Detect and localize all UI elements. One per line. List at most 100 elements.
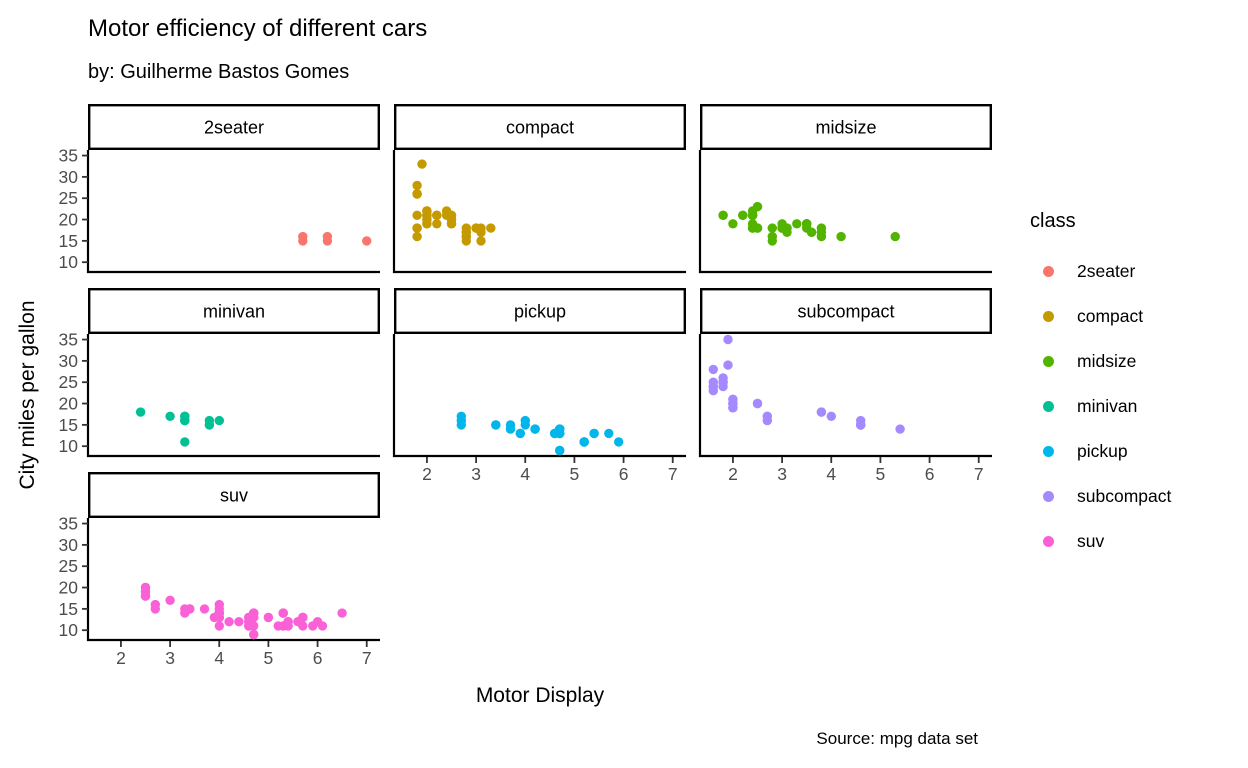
data-point-minivan — [180, 411, 190, 421]
data-point-pickup — [555, 445, 565, 456]
legend-label: pickup — [1077, 441, 1128, 461]
legend-dot-compact — [1043, 311, 1054, 322]
x-tick-label: 4 — [214, 648, 224, 668]
data-point-midsize — [767, 231, 777, 242]
data-point-compact — [412, 189, 422, 199]
data-point-suv — [165, 595, 175, 605]
data-point-suv — [150, 599, 160, 610]
facet-strip-label: 2seater — [204, 118, 264, 138]
y-tick-label: 25 — [59, 372, 78, 392]
facet-strip-suv — [87, 472, 381, 519]
data-point-midsize — [792, 219, 802, 229]
data-point-subcompact — [856, 420, 866, 430]
legend-dot-subcompact — [1043, 491, 1054, 502]
legend-label: subcompact — [1077, 486, 1172, 506]
x-axis-title: Motor Display — [475, 684, 605, 707]
legend-label: suv — [1077, 531, 1105, 551]
data-point-minivan — [214, 415, 224, 426]
x-tick-label: 4 — [520, 464, 530, 484]
data-point-suv — [308, 621, 318, 631]
data-point-pickup — [515, 428, 525, 439]
y-tick-label: 20 — [59, 578, 79, 598]
data-point-pickup — [579, 437, 589, 447]
data-point-suv — [234, 617, 244, 627]
data-point-pickup — [491, 420, 501, 430]
y-tick-label: 10 — [59, 620, 79, 640]
facet-strip-label: pickup — [514, 302, 566, 322]
data-point-pickup — [614, 437, 624, 447]
data-point-compact — [471, 223, 481, 233]
data-point-2seater — [362, 236, 372, 246]
data-point-pickup — [520, 415, 530, 426]
legend-label: compact — [1077, 306, 1144, 326]
data-point-compact — [432, 219, 442, 229]
data-point-midsize — [738, 210, 748, 220]
x-tick-label: 5 — [876, 464, 886, 484]
legend-dot-midsize — [1043, 356, 1054, 367]
data-point-midsize — [747, 210, 758, 220]
data-point-compact — [476, 236, 486, 246]
facet-strip-label: compact — [506, 118, 574, 138]
x-tick-label: 6 — [925, 464, 935, 484]
data-point-subcompact — [895, 424, 905, 434]
data-point-subcompact — [762, 411, 772, 421]
data-point-subcompact — [718, 377, 728, 387]
data-point-suv — [317, 621, 328, 631]
data-point-compact — [412, 180, 422, 191]
x-tick-label: 7 — [974, 464, 984, 484]
legend-dot-2seater — [1043, 266, 1054, 277]
data-point-subcompact — [708, 364, 718, 375]
data-point-suv — [224, 617, 234, 627]
legend-label: 2seater — [1077, 261, 1136, 281]
data-point-subcompact — [708, 381, 718, 392]
facet-strip-minivan — [87, 288, 381, 335]
legend-entry-2seater: 2seater — [1030, 249, 1248, 294]
x-tick-label: 2 — [116, 648, 126, 668]
x-tick-label: 3 — [165, 648, 175, 668]
x-tick-label: 2 — [422, 464, 432, 484]
x-tick-label: 7 — [362, 648, 372, 668]
legend-label: minivan — [1077, 396, 1138, 416]
x-tick-label: 6 — [313, 648, 323, 668]
data-point-suv — [140, 587, 151, 597]
data-point-2seater — [322, 236, 333, 246]
data-point-subcompact — [723, 334, 733, 345]
y-tick-label: 25 — [59, 188, 78, 208]
data-point-suv — [283, 617, 293, 627]
data-point-suv — [249, 621, 259, 631]
data-point-compact — [412, 231, 422, 242]
data-point-pickup — [456, 420, 466, 430]
legend-dot-suv — [1043, 536, 1054, 547]
x-tick-label: 3 — [777, 464, 787, 484]
data-point-2seater — [298, 236, 308, 246]
facet-strip-subcompact — [700, 288, 993, 335]
y-tick-label: 10 — [59, 436, 79, 456]
y-tick-label: 35 — [59, 146, 78, 166]
data-point-compact — [412, 210, 422, 220]
data-point-midsize — [890, 231, 900, 242]
data-point-suv — [263, 612, 274, 623]
y-tick-label: 25 — [59, 556, 78, 576]
data-point-subcompact — [752, 398, 763, 409]
chart-title: Motor efficiency of different cars — [88, 15, 428, 42]
data-point-suv — [214, 621, 224, 631]
data-point-compact — [412, 223, 422, 233]
y-tick-label: 35 — [59, 330, 78, 350]
data-point-midsize — [777, 223, 787, 233]
data-point-suv — [298, 612, 308, 623]
data-point-midsize — [802, 219, 812, 229]
data-point-midsize — [752, 202, 763, 212]
data-point-compact — [422, 206, 432, 216]
legend-entry-suv: suv — [1030, 519, 1248, 564]
y-tick-label: 15 — [59, 415, 78, 435]
data-point-minivan — [165, 411, 175, 421]
facet-strip-2seater — [87, 103, 381, 150]
data-point-subcompact — [723, 360, 733, 370]
facet-strip-label: minivan — [203, 302, 265, 322]
data-point-midsize — [767, 223, 777, 233]
data-point-subcompact — [826, 411, 836, 421]
